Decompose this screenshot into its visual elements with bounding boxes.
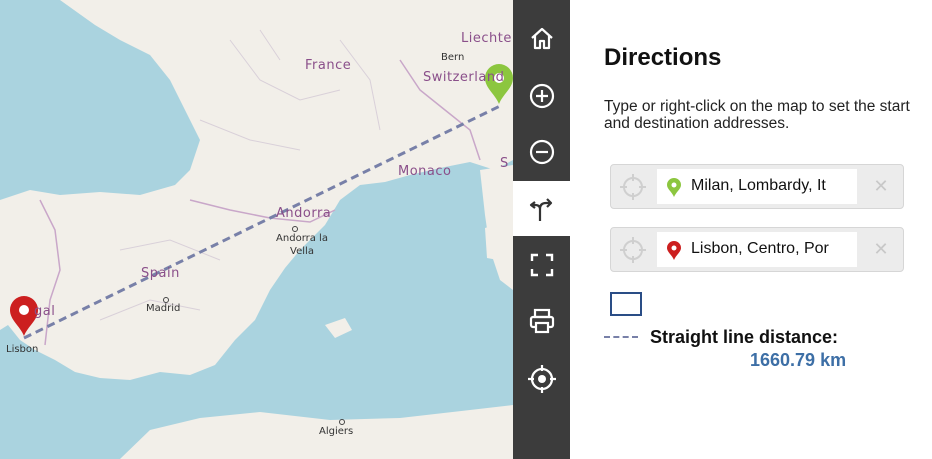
label-andorra: Andorra bbox=[276, 206, 332, 221]
label-andorra-la-vella: Andorra la Vella bbox=[276, 233, 328, 257]
start-clear-button[interactable]: ✕ bbox=[859, 165, 903, 208]
directions-button[interactable] bbox=[513, 181, 570, 236]
zoom-in-button[interactable] bbox=[513, 68, 570, 123]
land-italy bbox=[480, 165, 513, 290]
panel-title: Directions bbox=[604, 44, 722, 71]
map-tiles bbox=[0, 0, 513, 459]
label-bern: Bern bbox=[441, 52, 465, 63]
home-icon bbox=[530, 27, 553, 49]
locate-button[interactable] bbox=[513, 351, 570, 406]
distance-summary: Straight line distance: 1660.79 km bbox=[650, 326, 850, 370]
destination-locate-button[interactable] bbox=[611, 228, 655, 271]
label-madrid: Madrid bbox=[146, 303, 181, 314]
map-view[interactable]: France Spain Andorra gal Monaco Switzerl… bbox=[0, 0, 513, 459]
land-africa bbox=[120, 405, 513, 459]
zoom-out-button[interactable] bbox=[513, 124, 570, 179]
distance-value: 1660.79 km bbox=[750, 350, 847, 370]
city-dot-andorra bbox=[292, 226, 298, 232]
city-dot-algiers bbox=[339, 419, 345, 425]
start-address-input[interactable]: Milan, Lombardy, It bbox=[657, 169, 857, 204]
label-france: France bbox=[305, 58, 352, 73]
label-spain: Spain bbox=[141, 266, 180, 281]
label-liechtenstein: Liechte bbox=[461, 31, 512, 46]
destination-address-input[interactable]: Lisbon, Centro, Por bbox=[657, 232, 857, 267]
distance-label: Straight line distance: bbox=[650, 327, 839, 347]
straight-line-legend bbox=[604, 336, 638, 338]
print-icon bbox=[529, 308, 554, 333]
print-button[interactable] bbox=[513, 293, 570, 348]
fullscreen-button[interactable] bbox=[513, 237, 570, 292]
map-toolbar bbox=[513, 0, 570, 459]
destination-clear-button[interactable]: ✕ bbox=[859, 228, 903, 271]
island-corsica bbox=[485, 225, 498, 260]
route-line bbox=[23, 104, 501, 340]
instructions-text: Type or right-click on the map to set th… bbox=[604, 98, 910, 132]
directions-panel: Directions Type or right-click on the ma… bbox=[570, 0, 932, 459]
destination-address-row: Lisbon, Centro, Por ✕ bbox=[610, 227, 904, 272]
border-france-switzerland bbox=[399, 59, 481, 161]
destination-marker[interactable] bbox=[10, 296, 38, 336]
label-monaco: Monaco bbox=[398, 164, 452, 179]
green-marker-icon bbox=[667, 178, 681, 197]
crosshair-icon bbox=[620, 173, 646, 200]
city-dot-madrid bbox=[163, 297, 169, 303]
close-icon: ✕ bbox=[873, 176, 889, 196]
start-address-row: Milan, Lombardy, It ✕ bbox=[610, 164, 904, 209]
close-icon: ✕ bbox=[873, 239, 889, 259]
island-mallorca bbox=[325, 318, 352, 338]
red-marker-icon bbox=[667, 241, 681, 260]
route-type-toggle[interactable] bbox=[610, 292, 642, 316]
directions-icon bbox=[529, 197, 552, 221]
destination-address-value: Lisbon, Centro, Por bbox=[691, 240, 829, 257]
label-lisbon: Lisbon bbox=[6, 344, 39, 355]
border-spain-portugal bbox=[39, 199, 61, 346]
zoom-in-icon bbox=[529, 83, 554, 108]
start-marker[interactable] bbox=[485, 64, 513, 104]
locate-icon bbox=[527, 364, 556, 393]
label-portugal: gal bbox=[34, 304, 56, 319]
start-address-value: Milan, Lombardy, It bbox=[691, 177, 826, 194]
label-partial-s: S bbox=[500, 156, 509, 171]
home-button[interactable] bbox=[513, 10, 570, 65]
regional-lines bbox=[99, 29, 381, 321]
start-locate-button[interactable] bbox=[611, 165, 655, 208]
label-switzerland: Switzerland bbox=[423, 70, 505, 85]
fullscreen-icon bbox=[530, 253, 553, 276]
crosshair-icon bbox=[620, 236, 646, 263]
zoom-out-icon bbox=[529, 139, 554, 164]
land-europe bbox=[0, 0, 513, 380]
label-algiers: Algiers bbox=[319, 426, 354, 437]
